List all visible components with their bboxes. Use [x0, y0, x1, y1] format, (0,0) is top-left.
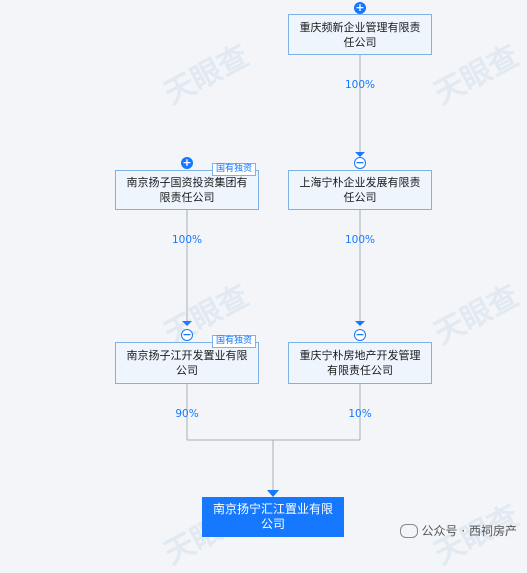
state-owned-tag: 国有独资 — [212, 335, 257, 348]
node-cq-ningpu-re[interactable]: 重庆宁朴房地产开发管理有限责任公司 — [288, 342, 432, 384]
node-cq-pinxin[interactable]: 重庆频新企业管理有限责任公司 — [288, 14, 432, 55]
arrow-head — [355, 152, 365, 157]
arrow-head — [355, 321, 365, 326]
expand-icon[interactable]: + — [354, 1, 366, 14]
share-percentage: 100% — [344, 79, 376, 91]
footer-text: 公众号 · 西祠房产 — [421, 524, 517, 538]
node-nj-yangzi-group[interactable]: 南京扬子国资投资集团有限责任公司 — [115, 170, 259, 210]
share-percentage: 100% — [344, 234, 376, 246]
node-nj-yangzi-jiang[interactable]: 南京扬子江开发置业有限公司 — [115, 342, 259, 384]
share-percentage: 90% — [175, 408, 199, 420]
arrow-head — [182, 321, 192, 326]
node-root-company[interactable]: 南京扬宁汇江置业有限公司 — [202, 497, 344, 537]
collapse-icon[interactable]: − — [354, 328, 366, 341]
share-percentage: 10% — [348, 408, 372, 420]
collapse-icon[interactable]: − — [354, 156, 366, 169]
connector-lines — [182, 55, 365, 497]
expand-icon[interactable]: + — [181, 156, 193, 169]
wechat-icon — [399, 523, 418, 538]
node-sh-ningpu[interactable]: 上海宁朴企业发展有限责任公司 — [288, 170, 432, 210]
arrow-head — [267, 490, 279, 497]
collapse-icon[interactable]: − — [181, 328, 193, 341]
share-percentage: 100% — [171, 234, 203, 246]
footer-credit: 公众号 · 西祠房产 — [399, 522, 517, 539]
state-owned-tag: 国有独资 — [212, 163, 257, 176]
